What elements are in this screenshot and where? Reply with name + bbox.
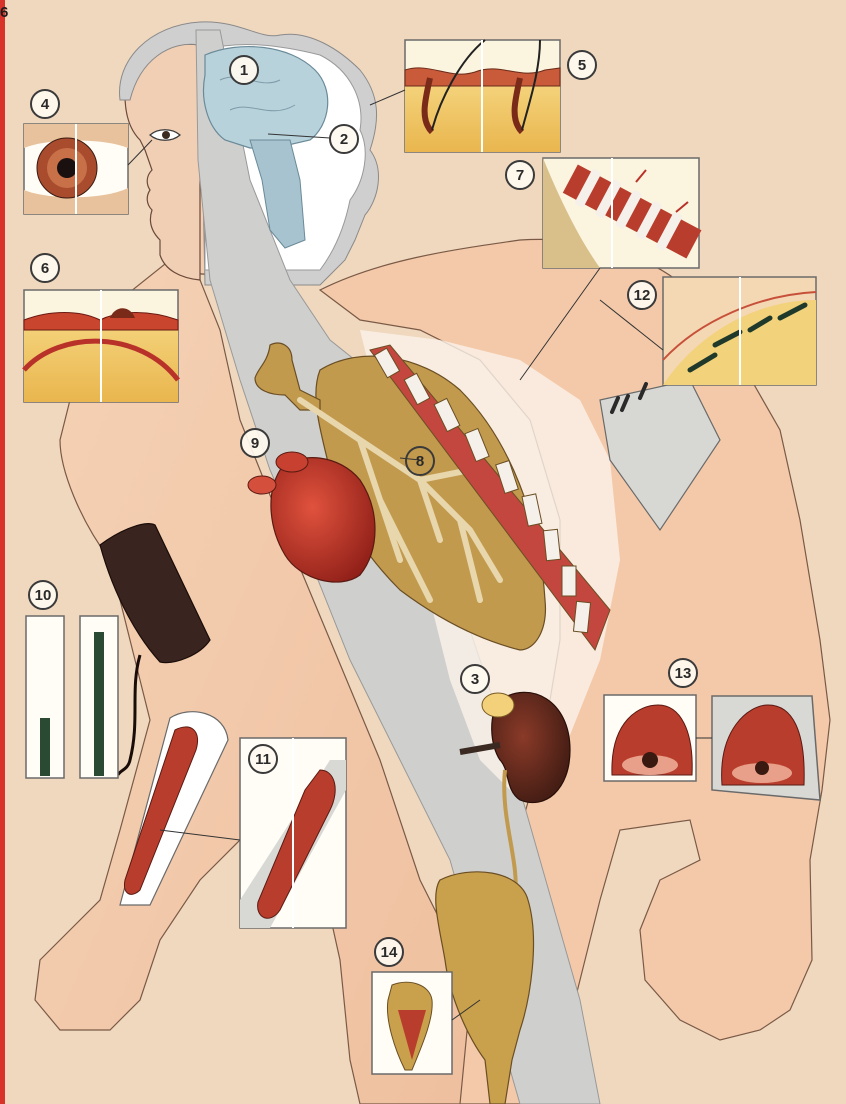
callout-5: 5 <box>567 50 597 80</box>
callout-8: 8 <box>405 446 435 476</box>
callout-13: 13 <box>668 658 698 688</box>
callout-9: 9 <box>240 428 270 458</box>
callout-2: 2 <box>329 124 359 154</box>
callout-4: 4 <box>30 89 60 119</box>
callout-1: 1 <box>229 55 259 85</box>
inset-skin-section <box>24 290 178 402</box>
callout-12: 12 <box>627 280 657 310</box>
callout-10: 10 <box>28 580 58 610</box>
callout-14: 14 <box>374 937 404 967</box>
callout-3: 3 <box>460 664 490 694</box>
inset-bars <box>26 616 118 778</box>
callout-6: 6 <box>30 253 60 283</box>
inset-skin <box>370 40 560 152</box>
callout-7: 7 <box>505 160 535 190</box>
callout-11: 11 <box>248 744 278 774</box>
inset-iris <box>24 124 152 214</box>
